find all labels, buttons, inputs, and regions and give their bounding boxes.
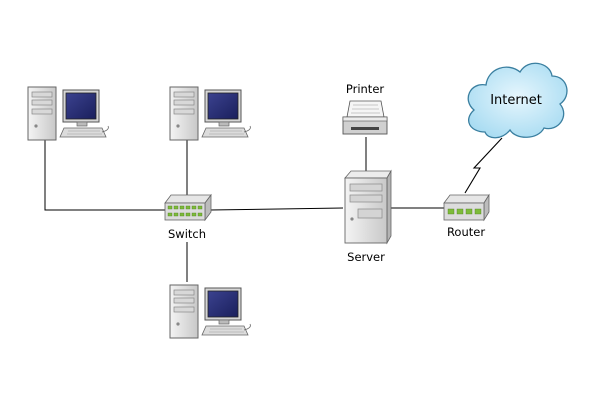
link-switch-to-server <box>209 207 344 211</box>
desktop-computer-bottom <box>169 284 251 339</box>
printer-label: Printer <box>346 82 385 96</box>
switch-port-leds <box>167 205 203 217</box>
server-tower <box>344 169 392 245</box>
desktop-computer-top-left <box>27 86 109 141</box>
link-pc-top-left-to-switch <box>44 138 165 211</box>
switch-label: Switch <box>168 227 206 241</box>
internet-cloud <box>467 62 568 139</box>
printer <box>342 100 388 135</box>
desktop-computer-top-middle <box>169 86 251 141</box>
network-switch <box>164 193 212 222</box>
connection-lines <box>44 137 503 282</box>
link-router-to-internet <box>464 137 503 194</box>
server-label: Server <box>347 250 385 264</box>
internet-label: Internet <box>490 93 542 108</box>
router-leds <box>447 208 482 215</box>
router <box>443 193 490 222</box>
router-label: Router <box>447 225 485 239</box>
